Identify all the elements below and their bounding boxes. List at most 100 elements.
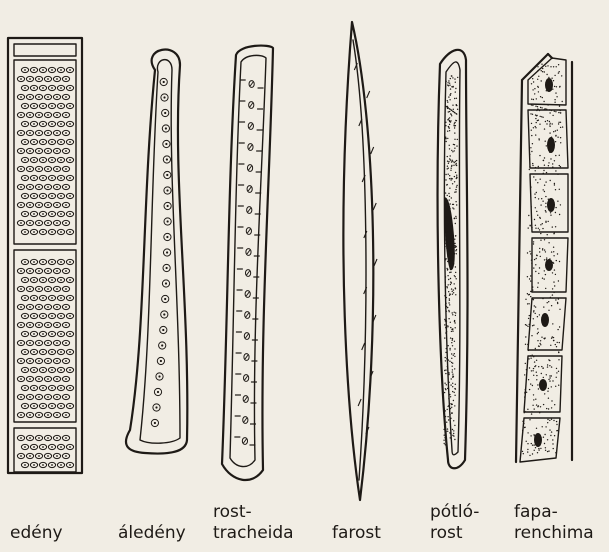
substitute-stipple-dot	[445, 357, 446, 358]
substitute-stipple-dot	[451, 75, 452, 76]
parenchyma-stipple-dot	[540, 406, 541, 407]
parenchyma-stipple-dot	[542, 71, 543, 72]
substitute-stipple-dot	[450, 155, 451, 156]
substitute-stipple-dot	[454, 139, 455, 140]
vessel-pit-aperture	[29, 204, 31, 206]
vessel-pit-aperture	[29, 414, 31, 416]
vessel-pit-aperture	[42, 69, 44, 71]
vessel-pit-aperture	[69, 369, 71, 371]
fiber-tracheid-pit-slit	[245, 355, 248, 359]
parenchyma-stipple-dot	[561, 75, 562, 76]
substitute-stipple-dot	[451, 115, 452, 116]
substitute-stipple-dot	[446, 384, 447, 385]
parenchyma-stipple-dot	[532, 289, 533, 290]
parenchyma-stipple-dot	[535, 118, 536, 119]
vessel-pit-aperture	[60, 405, 62, 407]
vessel-pit-aperture	[24, 141, 26, 143]
substitute-stipple-dot	[452, 340, 453, 341]
substitute-stipple-dot	[445, 373, 446, 374]
parenchyma-stipple-dot	[532, 286, 533, 287]
parenchyma-stipple-dot	[526, 441, 527, 442]
parenchyma-stipple-dot	[554, 75, 555, 76]
substitute-stipple-dot	[454, 112, 455, 113]
vessel-pit-aperture	[60, 69, 62, 71]
vessel-pit-aperture	[24, 159, 26, 161]
vessel-pit-aperture	[42, 231, 44, 233]
parenchyma-stipple-dot	[543, 101, 544, 102]
parenchyma-stipple-dot	[557, 302, 558, 303]
vessel-pit-aperture	[51, 351, 53, 353]
parenchyma-stipple-dot	[557, 174, 558, 175]
vessel-pit-aperture	[29, 150, 31, 152]
vessel-pit-aperture	[33, 159, 35, 161]
parenchyma-stipple-dot	[558, 122, 559, 123]
substitute-stipple-dot	[452, 338, 453, 339]
vessel-pit-aperture	[33, 297, 35, 299]
vessel-pit-aperture	[24, 446, 26, 448]
parenchyma-stipple-dot	[555, 299, 556, 300]
substitute-stipple-dot	[447, 409, 448, 410]
substitute-stipple-dot	[445, 258, 446, 259]
parenchyma-stipple-dot	[558, 359, 559, 360]
fiber-tracheid-pit-slit	[248, 187, 251, 191]
parenchyma-stipple-dot	[553, 247, 554, 248]
parenchyma-stipple-dot	[560, 137, 561, 138]
parenchyma-cell-drawing	[516, 54, 572, 462]
parenchyma-stipple-dot	[529, 389, 530, 390]
substitute-stipple-dot	[447, 106, 448, 107]
vessel-pit-aperture	[51, 405, 53, 407]
parenchyma-stipple-dot	[553, 340, 554, 341]
substitute-stipple-dot	[448, 374, 449, 375]
parenchyma-stipple-dot	[554, 160, 555, 161]
substitute-stipple-dot	[447, 431, 448, 432]
substitute-stipple-dot	[449, 99, 450, 100]
substitute-stipple-dot	[452, 236, 453, 237]
libriform-slit-pit	[371, 147, 374, 154]
vessel-pit-aperture	[56, 455, 58, 457]
vessel-pit-aperture	[38, 455, 40, 457]
substitute-stipple-dot	[454, 150, 455, 151]
substitute-stipple-dot	[455, 288, 456, 289]
vessel-pit-aperture	[60, 351, 62, 353]
substitute-stipple-dot	[446, 422, 447, 423]
parenchyma-stipple-dot	[534, 450, 535, 451]
parenchyma-stipple-dot	[559, 261, 560, 262]
parenchyma-stipple-dot	[536, 255, 537, 256]
substitute-stipple-dot	[447, 100, 448, 101]
substitute-stipple-dot	[452, 151, 453, 152]
vessel-pit-aperture	[24, 213, 26, 215]
parenchyma-stipple-dot	[529, 324, 530, 325]
vessel-pit-aperture	[24, 261, 26, 263]
vessel-pit-aperture	[33, 446, 35, 448]
parenchyma-stipple-dot	[537, 182, 538, 183]
vessel-pit-aperture	[42, 123, 44, 125]
substitute-stipple-dot	[456, 165, 457, 166]
parenchyma-stipple-dot	[552, 115, 553, 116]
substitute-stipple-dot	[445, 198, 446, 199]
parenchyma-stipple-dot	[535, 127, 536, 128]
parenchyma-stipple-dot	[545, 206, 546, 207]
substitute-stipple-dot	[455, 294, 456, 295]
vessel-pit-aperture	[56, 186, 58, 188]
vessel-pit-aperture	[38, 342, 40, 344]
substitute-stipple-dot	[449, 349, 450, 350]
parenchyma-stipple-dot	[524, 396, 525, 397]
vessel-pit-aperture	[69, 333, 71, 335]
substitute-stipple-dot	[451, 331, 452, 332]
substitute-stipple-dot	[452, 366, 453, 367]
parenchyma-stipple-dot	[533, 81, 534, 82]
vessel-pit-aperture	[38, 270, 40, 272]
vessel-pit-aperture	[69, 315, 71, 317]
parenchyma-stipple-dot	[547, 65, 548, 66]
parenchyma-stipple-dot	[547, 120, 548, 121]
parenchyma-stipple-dot	[522, 421, 523, 422]
parenchyma-stipple-dot	[555, 130, 556, 131]
substitute-stipple-dot	[445, 192, 446, 193]
substitute-stipple-dot	[454, 348, 455, 349]
fiber-tracheid-pit-slit	[246, 313, 249, 317]
parenchyma-stipple-dot	[536, 404, 537, 405]
parenchyma-stipple-dot	[533, 368, 534, 369]
vessel-pit-aperture	[33, 141, 35, 143]
vessel-pit-aperture	[20, 270, 22, 272]
parenchyma-stipple-dot	[553, 233, 554, 234]
